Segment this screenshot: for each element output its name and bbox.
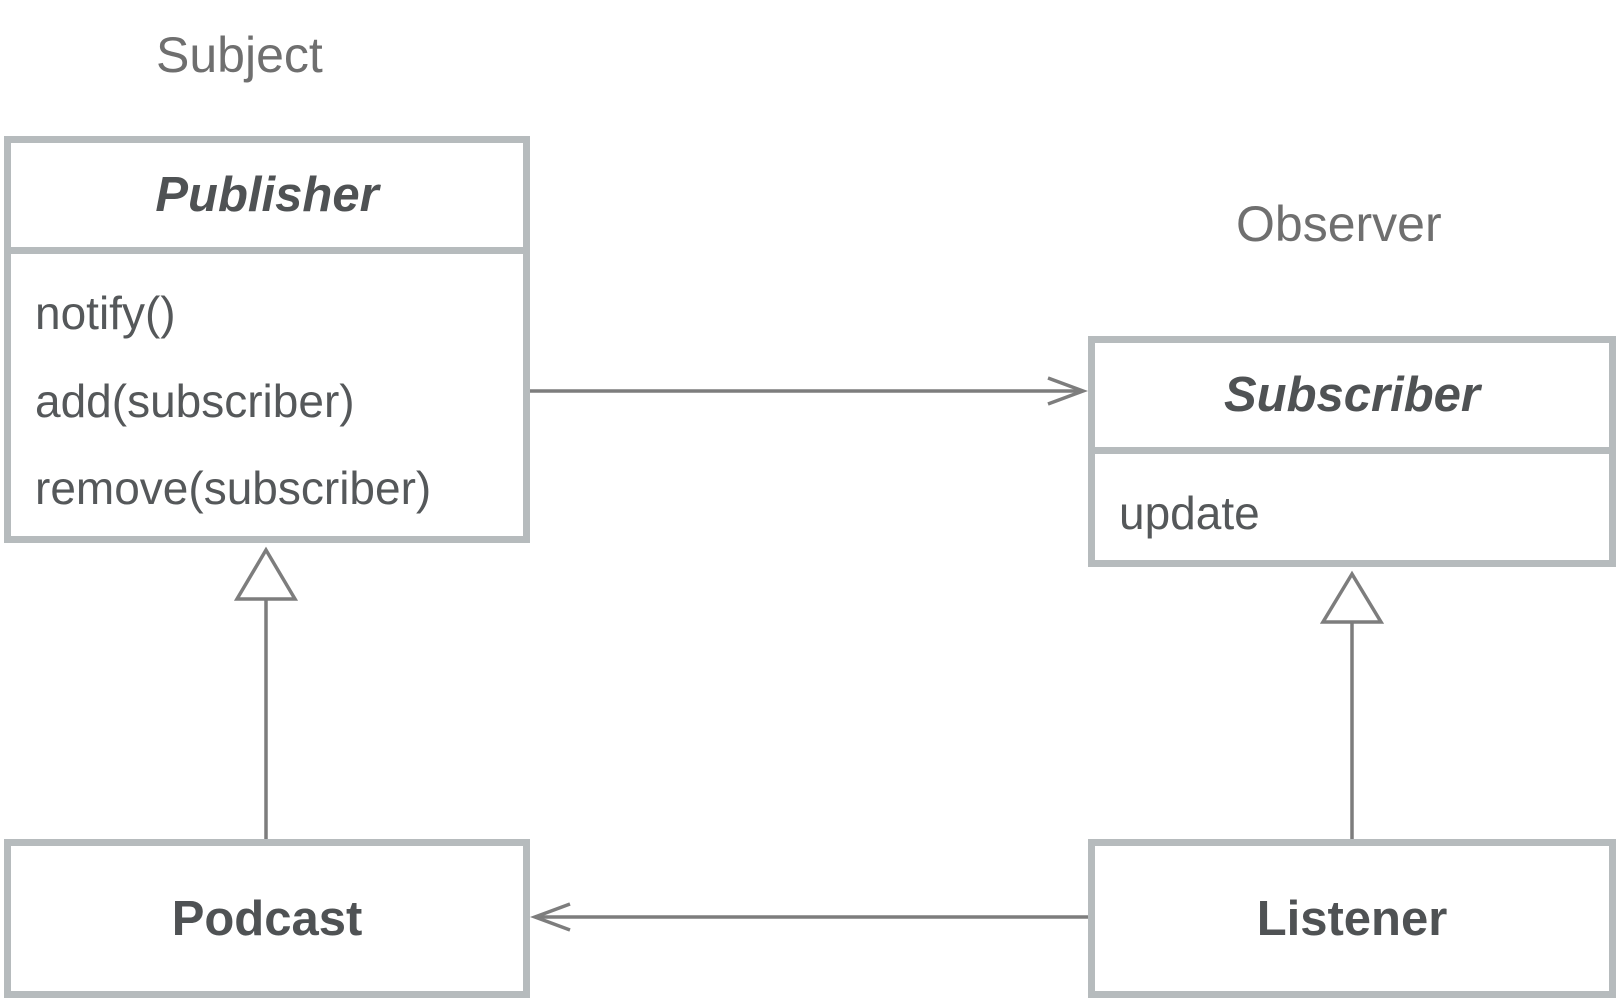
method-item: add(subscriber) — [35, 375, 355, 427]
method-list: notify() add(subscriber) remove(subscrib… — [11, 290, 523, 511]
class-listener: Listener — [1088, 839, 1616, 998]
observer-caption: Observer — [1236, 196, 1442, 252]
hollow-triangle-icon — [1319, 570, 1385, 624]
open-arrowhead-icon — [529, 902, 571, 932]
class-podcast: Podcast — [4, 839, 530, 998]
divider — [11, 247, 523, 254]
class-publisher: Publisher notify() add(subscriber) remov… — [4, 136, 530, 543]
class-name: Listener — [1256, 891, 1448, 946]
class-name: Subscriber — [1224, 368, 1480, 422]
method-item: remove(subscriber) — [35, 462, 432, 514]
method-item: notify() — [35, 287, 176, 339]
method-item: update — [1119, 487, 1260, 539]
class-name: Podcast — [171, 891, 363, 946]
class-name: Publisher — [155, 168, 379, 222]
subject-caption: Subject — [156, 27, 323, 83]
hollow-triangle-icon — [233, 546, 299, 601]
open-arrowhead-icon — [1047, 376, 1089, 406]
divider — [1095, 447, 1609, 454]
method-list: update — [1095, 490, 1609, 536]
class-subscriber: Subscriber update — [1088, 336, 1616, 567]
